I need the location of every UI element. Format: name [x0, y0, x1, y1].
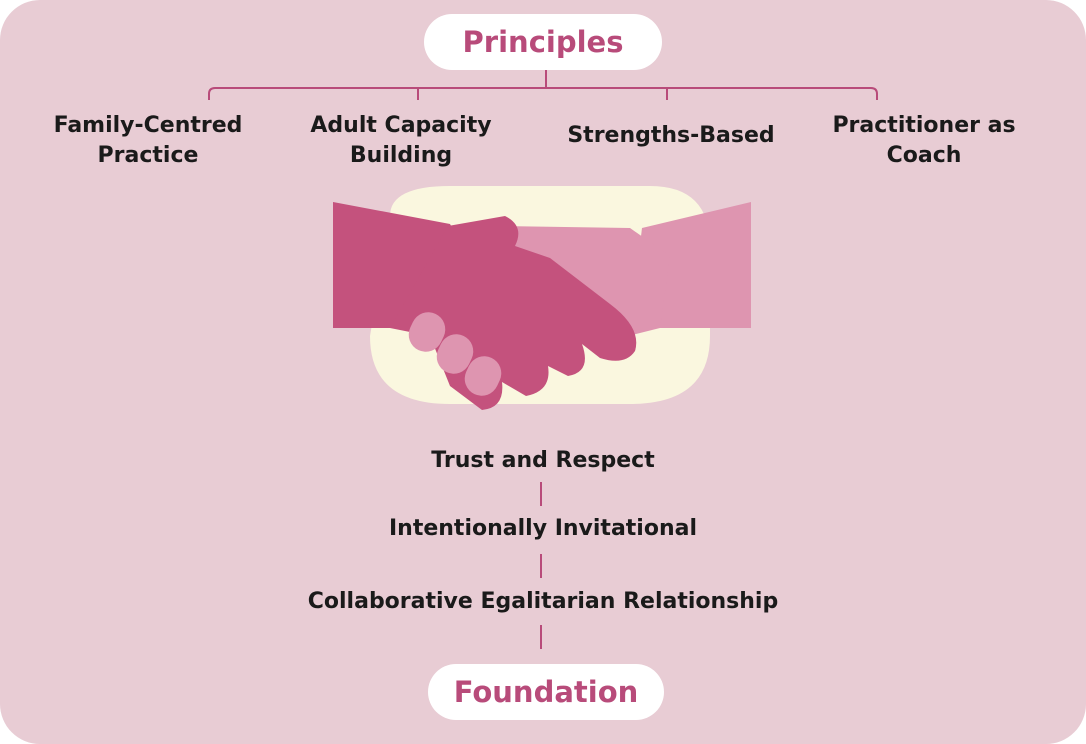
finger-2 — [436, 334, 474, 374]
principle-strengths-based: Strengths-Based — [567, 123, 775, 148]
principles-title: Principles — [424, 14, 662, 70]
handshake-icon — [333, 186, 751, 410]
principle-adult-capacity: Adult Capacity Building — [310, 113, 492, 168]
foundation-connector — [540, 482, 542, 506]
finger-1 — [408, 312, 446, 352]
finger-3 — [464, 356, 502, 396]
principle-practitioner-coach: Practitioner as Coach — [832, 113, 1016, 168]
foundation-connector — [540, 554, 542, 578]
principle-family-centred: Family-Centred Practice — [53, 113, 243, 168]
foundation-trust-respect: Trust and Respect — [431, 448, 655, 473]
foundation-connector — [540, 625, 542, 649]
foundation-intentionally-invitational: Intentionally Invitational — [388, 516, 698, 541]
foundation-collaborative-relationship: Collaborative Egalitarian Relationship — [307, 589, 779, 614]
foundation-title: Foundation — [428, 664, 664, 720]
